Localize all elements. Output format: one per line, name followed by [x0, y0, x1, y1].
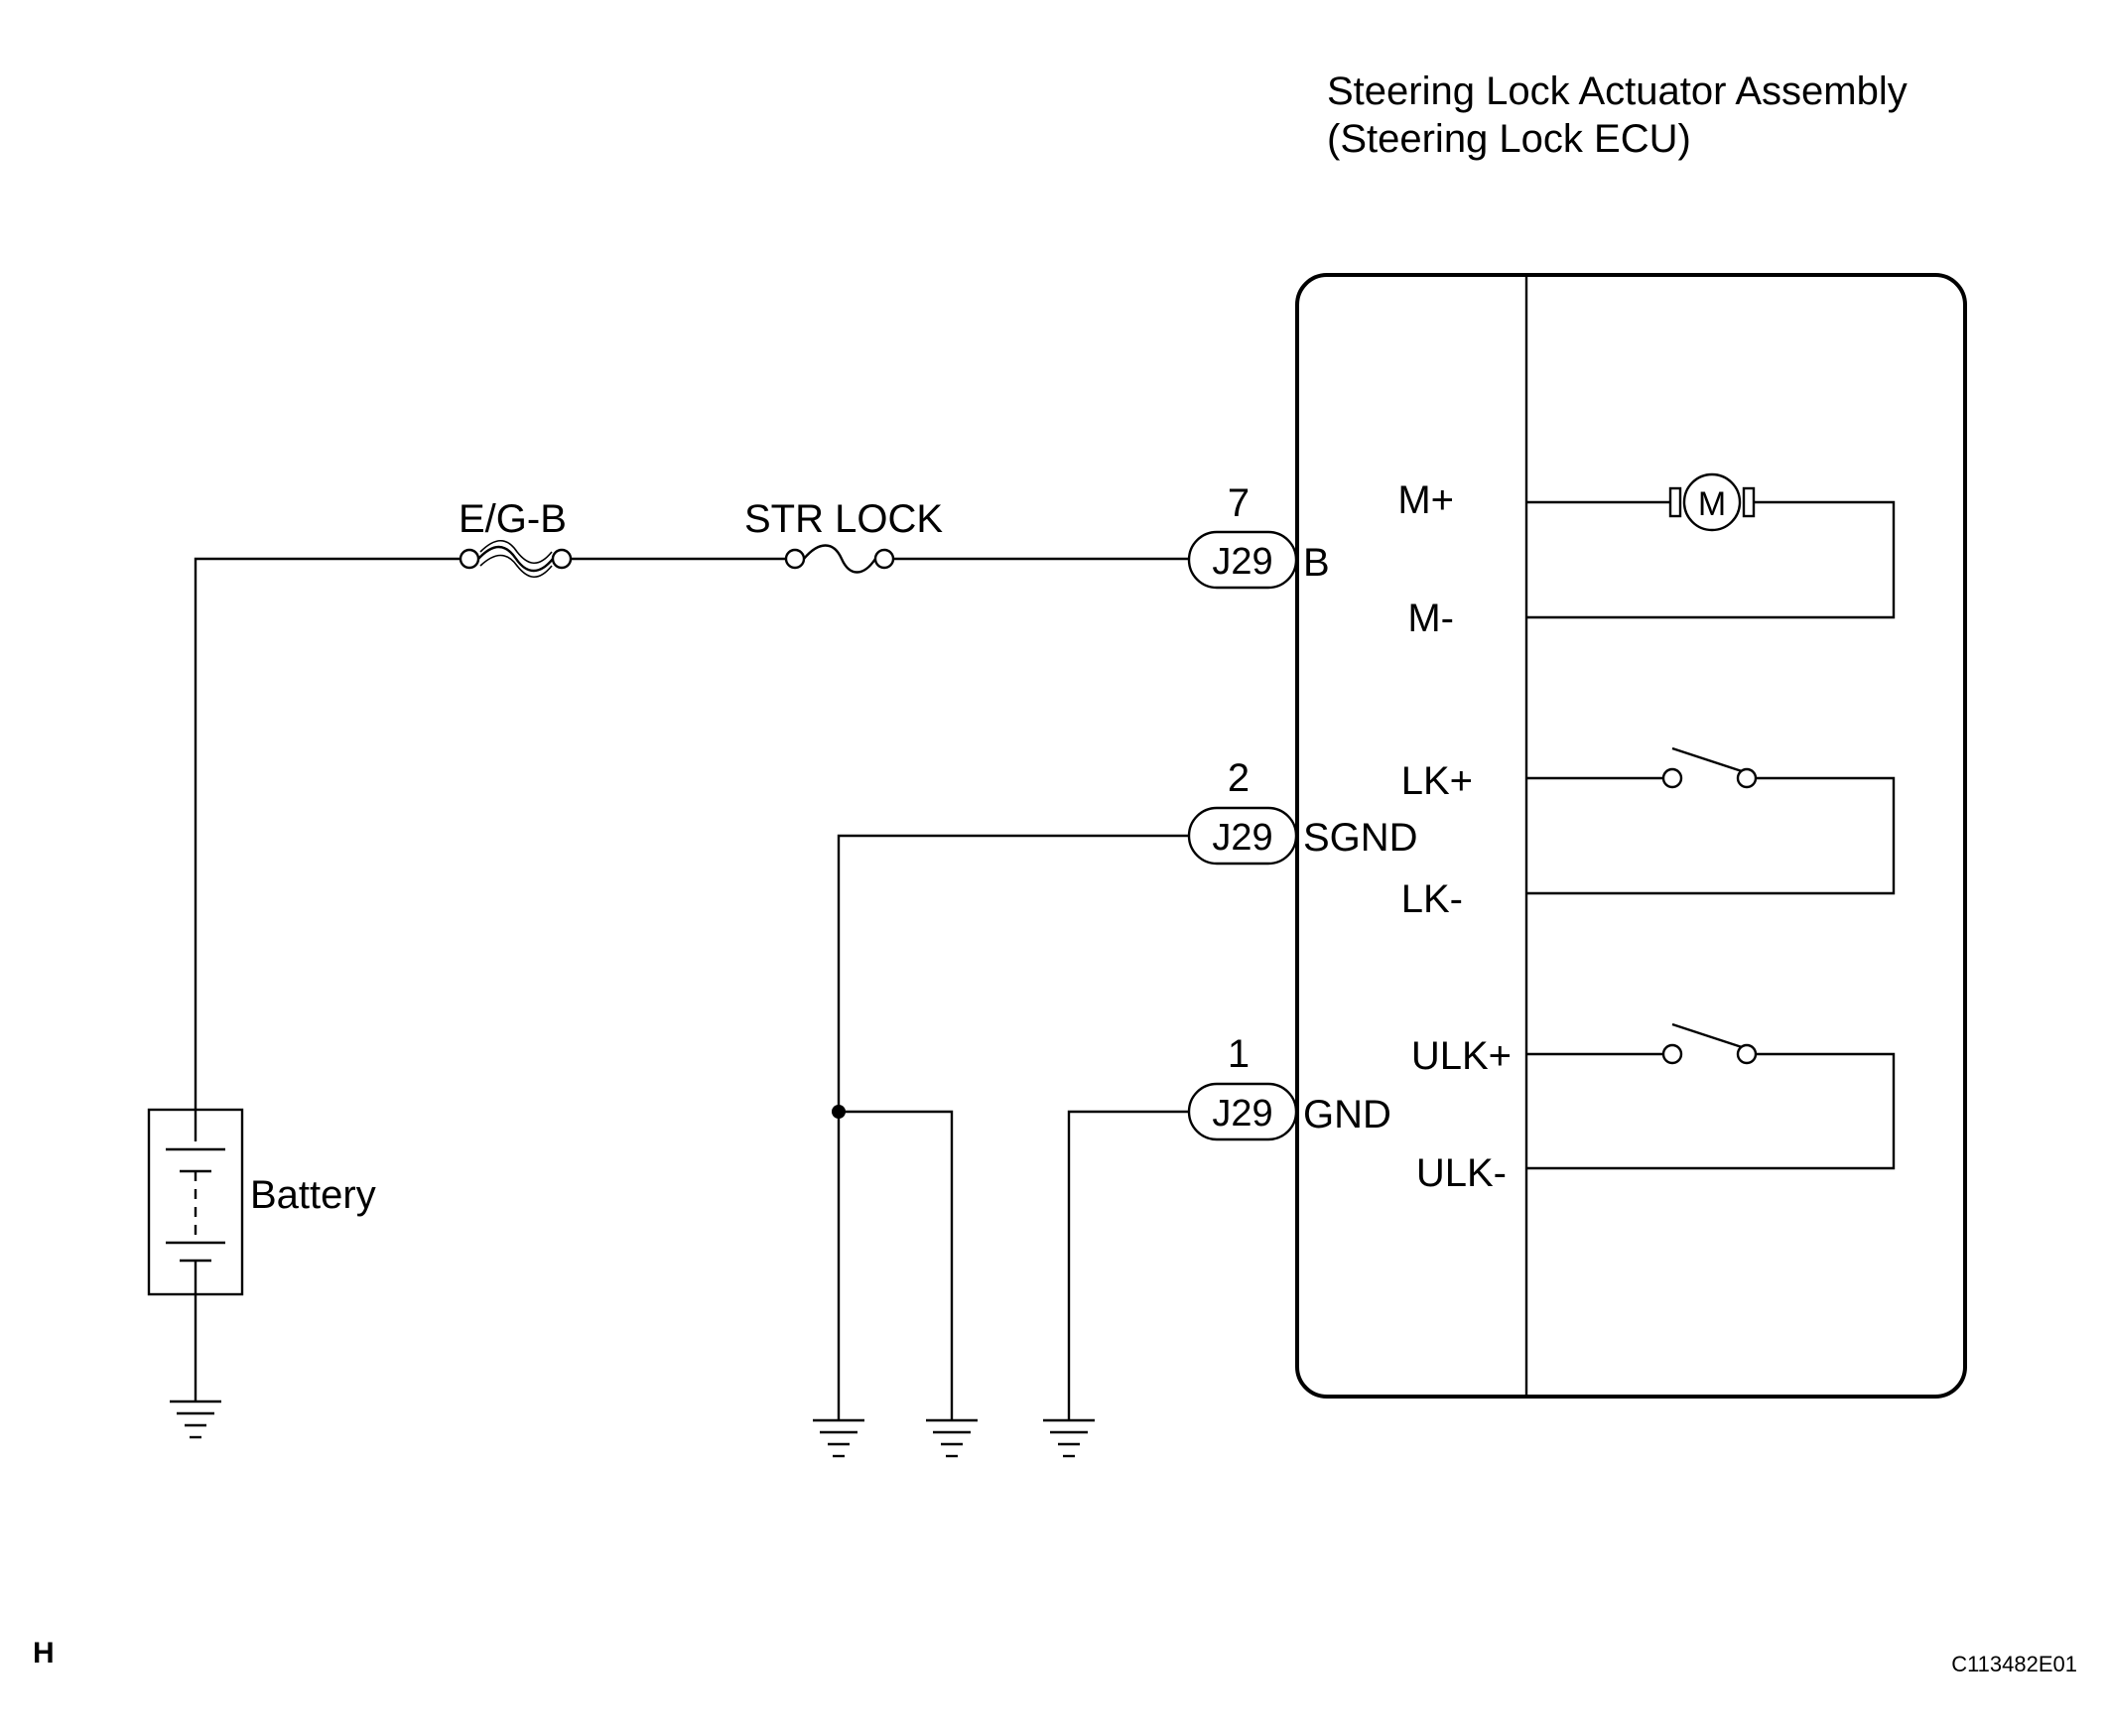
connector-id: J29 — [1212, 817, 1272, 859]
terminal-label-ulk-minus: ULK- — [1416, 1151, 1507, 1195]
terminal-label-lk-minus: LK- — [1401, 877, 1463, 921]
terminal-label-m-minus: M- — [1407, 597, 1454, 640]
figure-code: C113482E01 — [1951, 1652, 2077, 1676]
terminal-label-ulk-plus: ULK+ — [1411, 1034, 1512, 1078]
terminal-label-b: B — [1303, 541, 1330, 585]
wire-lk-loop — [1526, 776, 1896, 895]
terminal-label-lk-plus: LK+ — [1401, 759, 1473, 803]
ground-icon — [926, 1418, 978, 1458]
connector-pin-7 — [1187, 530, 1298, 590]
ecu-title-line1: Steering Lock Actuator Assembly — [1327, 69, 1908, 113]
pin-number: 7 — [1228, 481, 1250, 525]
pin-number: 2 — [1228, 756, 1250, 800]
switch-icon — [1661, 1022, 1758, 1065]
ground-icon — [170, 1400, 221, 1439]
connector-id: J29 — [1212, 1093, 1272, 1135]
wire-sgnd — [837, 834, 1189, 1420]
motor-symbol-label: M — [1698, 485, 1726, 523]
ground-icon — [1043, 1418, 1095, 1458]
connector-pin-2 — [1187, 806, 1298, 866]
connector-id: J29 — [1212, 541, 1272, 583]
wire-sgnd-branch — [839, 1110, 954, 1420]
ground-icon — [813, 1418, 864, 1458]
battery-icon — [147, 1108, 244, 1296]
wire-motor-loop — [1526, 500, 1896, 619]
switch-icon — [1661, 746, 1758, 789]
terminal-label-m-plus: M+ — [1397, 478, 1454, 522]
ecu-title-line2: (Steering Lock ECU) — [1327, 117, 1691, 161]
terminal-label-gnd: GND — [1303, 1093, 1391, 1136]
battery-label: Battery — [250, 1173, 376, 1217]
wire-gnd — [1067, 1110, 1189, 1420]
connector-pin-1 — [1187, 1082, 1298, 1141]
fuse-label-str-lock: STR LOCK — [744, 497, 943, 541]
fuse-icon — [784, 544, 895, 574]
fuse-icon — [459, 539, 573, 579]
wire-ulk-loop — [1526, 1052, 1896, 1170]
wire-battery-feed — [194, 557, 461, 1110]
pin-number: 1 — [1228, 1032, 1250, 1076]
terminal-label-sgnd: SGND — [1303, 816, 1418, 860]
fuse-label-egb: E/G-B — [459, 497, 567, 541]
corner-letter: H — [33, 1637, 55, 1669]
